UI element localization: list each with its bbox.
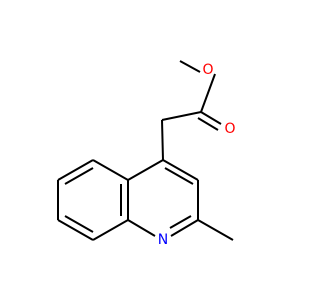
bond-c4-c3-inner [164, 167, 194, 185]
bond-n-c8a [127, 219, 156, 237]
atom-label-nitrogen: N [158, 232, 168, 248]
bond-methyl-o [179, 60, 201, 73]
bond-c4-c3 [162, 159, 199, 181]
molecule-canvas: O O N [57, 60, 236, 248]
bond-c8-c8a [92, 219, 129, 241]
bond-c5-c6 [57, 159, 94, 181]
bond-c7-c8-inner [64, 215, 94, 233]
molecule-structure: O O N [57, 60, 236, 248]
bond-c2-n-inner [169, 215, 192, 229]
bond-o-carbonyl-c [200, 73, 216, 113]
bond-c4a-c5 [92, 159, 129, 181]
bond-carbonyl-ch2 [161, 111, 202, 121]
bond-c4a-c4 [127, 159, 164, 181]
bond-c2-n [170, 219, 199, 237]
bond-carbonyl-double-1 [200, 111, 222, 125]
bond-carbonyl-double-2 [197, 117, 219, 131]
bond-c7-c8 [57, 219, 94, 241]
atom-label-oxygen-carbonyl: O [224, 121, 235, 137]
bond-ch2-c4 [161, 119, 164, 161]
bond-c5-c6-inner [64, 167, 94, 185]
bond-c2-methyl [197, 219, 234, 241]
atom-label-oxygen-methoxy: O [202, 62, 213, 78]
